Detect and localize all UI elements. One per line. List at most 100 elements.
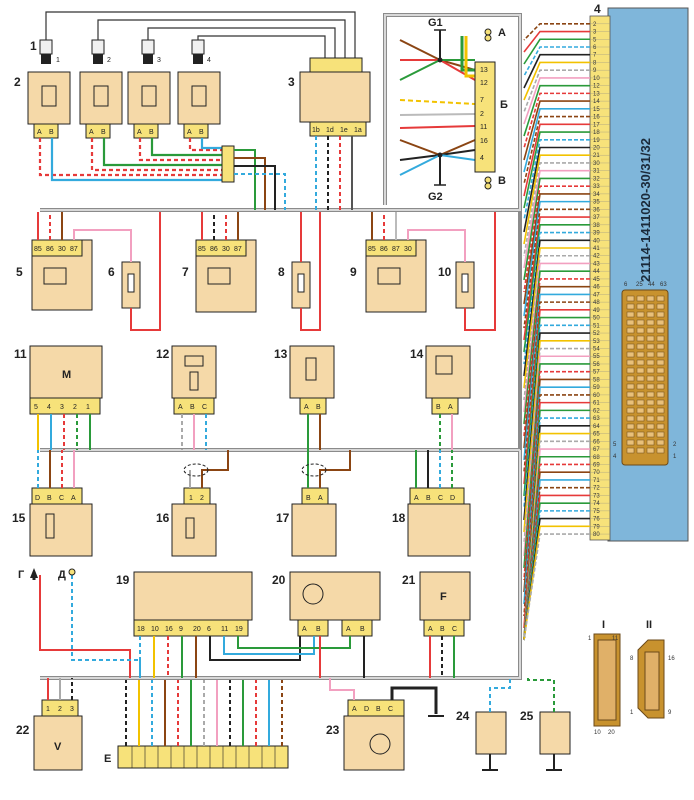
blk-pin-7: 7 [480,97,484,104]
idle-motor [29,345,103,399]
m-pin-4: 4 [47,404,51,411]
inj3-pin-b: B [149,129,154,136]
ecu-wire [523,324,590,509]
fuel-pump-module [343,715,405,771]
ecu-pin-label: 36 [593,207,600,213]
label-21: 21 [402,573,416,587]
conn-cell [646,423,655,430]
r7-85: 85 [198,246,206,253]
conn-cell [646,391,655,398]
diag-pin: 10 [151,626,159,633]
conn-cell [626,391,635,398]
ecu-wire [523,394,590,617]
ecu-wire [523,355,590,557]
ecu-wire [523,316,590,497]
conn-cell [636,327,645,334]
fp-pin-a: A [352,706,357,713]
conn-cell [636,447,645,454]
diag-pin: 19 [235,626,243,633]
point-v: В [498,175,506,187]
conn-cell [626,303,635,310]
conn-cell [636,439,645,446]
conn-cell [636,407,645,414]
i-pin-10: 10 [594,730,601,736]
o2-pin-c: C [59,495,64,502]
label-v: V [54,741,62,753]
conn-cell [646,303,655,310]
conn-cell [656,327,665,334]
ecu-pin-label: 49 [593,308,600,314]
conn-cell [636,351,645,358]
ecu-pin-label: 74 [593,501,600,507]
ecu-wire [523,154,590,245]
r9-87: 87 [392,246,400,253]
ecu-pin-label: 33 [593,184,600,190]
ecu-wire [523,162,590,257]
ecu-pin-label: 21 [593,153,600,159]
ecu-pin-label: 66 [593,439,600,445]
conn-cell [626,327,635,334]
blk-pin-11: 11 [480,124,487,131]
cks-pin-a: A [318,495,323,502]
conn-cell [646,351,655,358]
label-19: 19 [116,573,130,587]
conn-cell [626,431,635,438]
plug-num-2: 2 [107,57,111,64]
conn-cell [646,295,655,302]
o2-pin-a: A [71,495,76,502]
ground-bus-e [117,745,289,769]
cv-pin-c: C [438,495,443,502]
conn-cell [656,367,665,374]
plug-num-1: 1 [56,57,60,64]
conn-cell [636,391,645,398]
conn-side-2: 2 [673,442,677,448]
ecu-pin-strip [589,15,611,541]
ecu-pin-label: 9 [593,68,597,74]
r7-86: 86 [210,246,218,253]
r5-86: 86 [46,246,54,253]
conn-cell [636,319,645,326]
ecu-pin-label: 59 [593,385,600,391]
ecu-wire [523,53,590,89]
conn-cell [646,439,655,446]
conn-cell [656,375,665,382]
label-6: 6 [108,265,115,279]
conn-cell [646,399,655,406]
ecu-wire [523,46,590,77]
ecu-pin-label: 68 [593,455,600,461]
crank-sensor [291,503,337,557]
ecu-pin-label: 58 [593,377,600,383]
coil-pin-1e: 1e [340,127,348,134]
ks-pin-1: 1 [189,495,193,502]
ecu-wire [523,22,590,41]
ecu-wire [523,100,590,161]
conn-cell [636,295,645,302]
diag-pin: 20 [193,626,201,633]
ecu-pin-label: 51 [593,323,600,329]
ecu-pin-label: 16 [593,115,600,121]
ecu-wire [523,123,590,197]
conn-cell [646,407,655,414]
point-g1: G1 [428,17,443,29]
r7-87: 87 [234,246,242,253]
ecu-wire [523,69,590,113]
v-pin-2: 2 [58,706,62,713]
ecu-wire [523,363,590,569]
label-24: 24 [456,709,470,723]
ecu-wire [523,533,590,641]
r5-30: 30 [58,246,66,253]
ecu-wire [523,108,590,173]
blk-pin-2: 2 [480,111,484,118]
fuel-level-block [419,571,471,621]
plug-num-3: 3 [157,57,161,64]
label-22: 22 [16,723,30,737]
ecu-pin-label: 73 [593,493,600,499]
label-13: 13 [274,347,288,361]
conn-cell [656,447,665,454]
l20-pin-b2: B [360,626,365,633]
o2-pin-d: D [35,495,40,502]
ecu-ref: 4 [594,2,601,16]
ecu-pin-label: 67 [593,447,600,453]
